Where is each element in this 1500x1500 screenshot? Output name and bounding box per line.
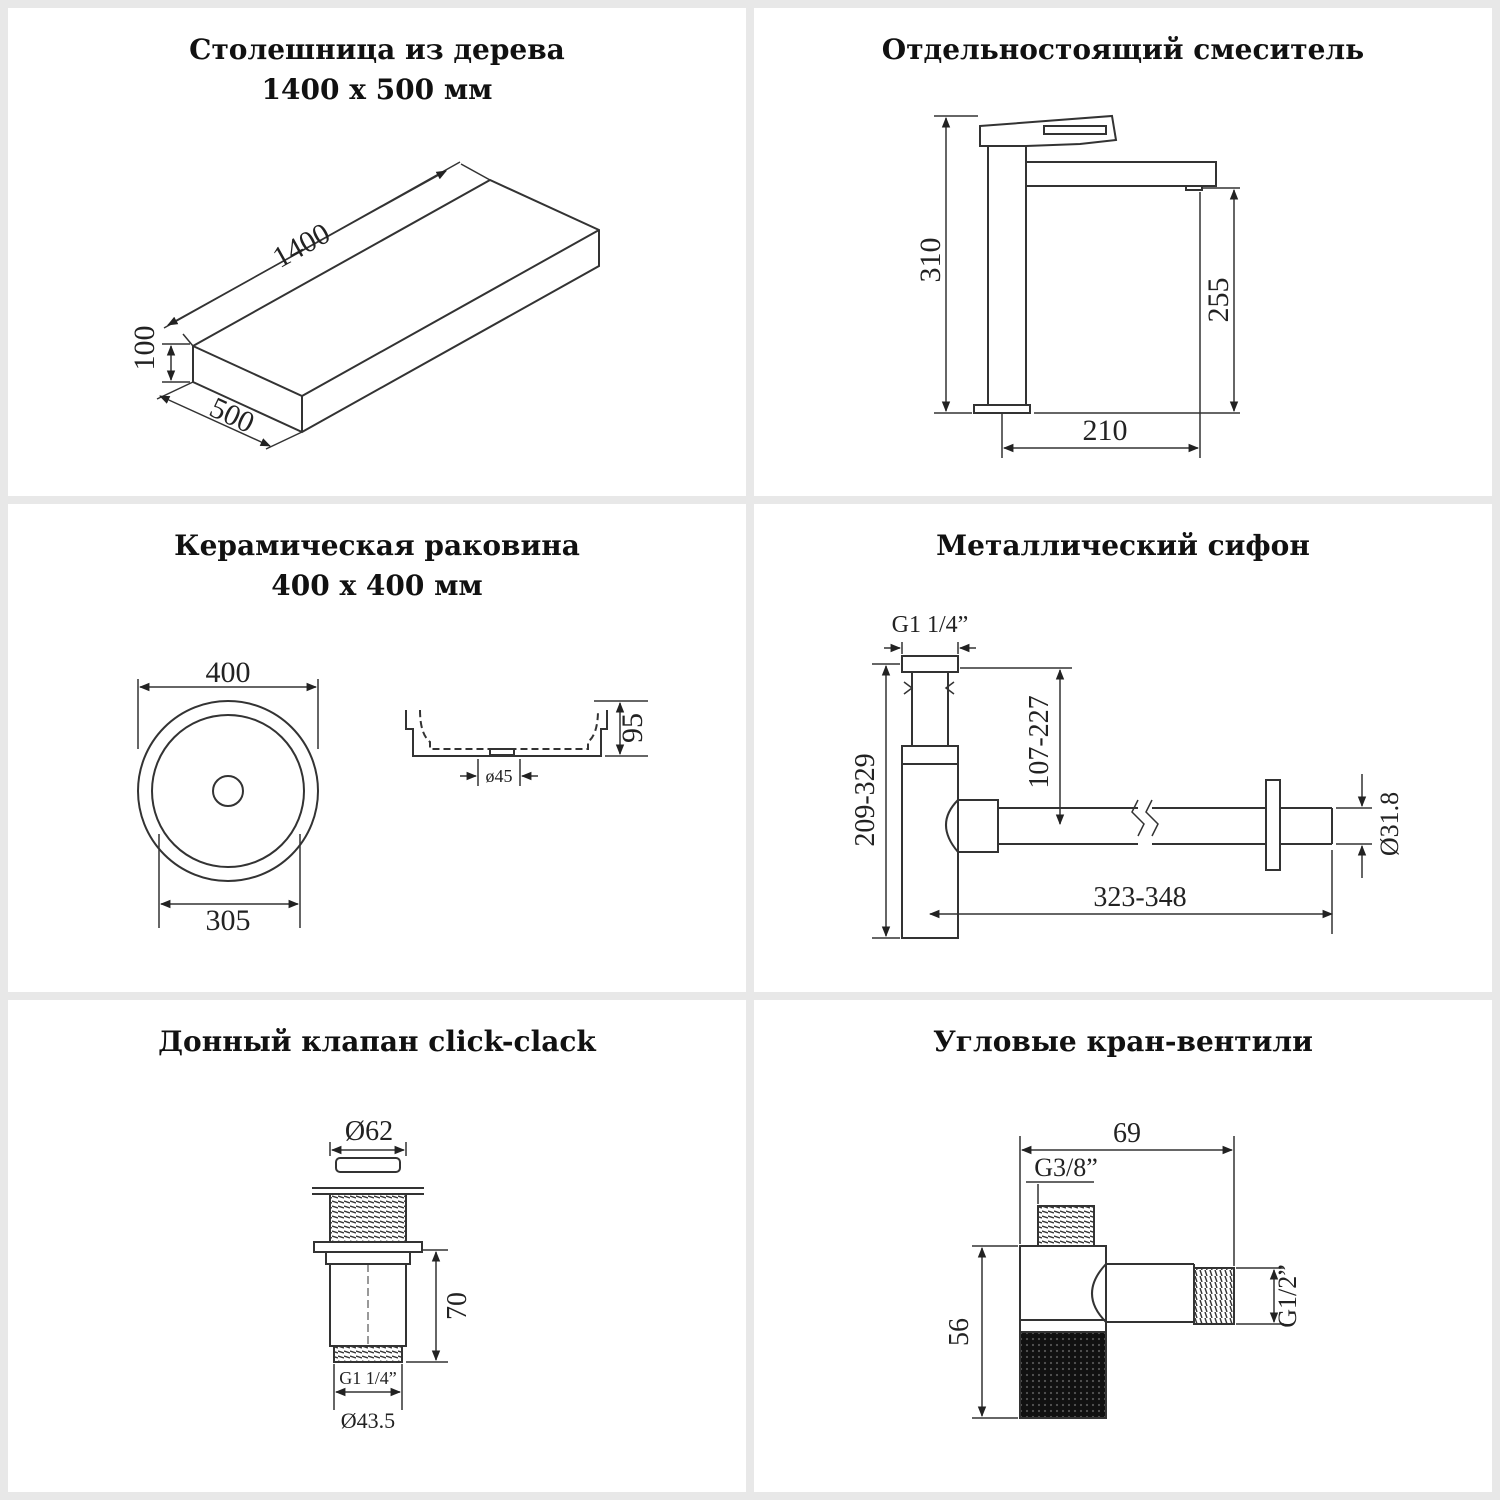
mixer-drawing: 310 255 210	[914, 114, 1240, 458]
siphon-height-label: 209-329	[850, 753, 881, 846]
angle-valve-outlet-label: G1/2”	[1273, 1264, 1302, 1328]
siphon-length-label: 323-348	[1093, 882, 1186, 913]
drain-valve-title-text: Донный клапан click-clack	[158, 1025, 596, 1058]
mixer-title: Отдельностоящий смеситель	[754, 30, 1492, 70]
drain-valve-top-diameter-label: Ø62	[345, 1116, 393, 1147]
drain-valve-thread-label: G1 1/4”	[339, 1368, 397, 1388]
sink-depth-label: 95	[616, 713, 649, 743]
drain-valve-height-label: 70	[442, 1292, 473, 1320]
angle-valve-height-label: 56	[944, 1318, 975, 1346]
siphon-adjust-label: 107-227	[1024, 695, 1055, 788]
angle-valve-width-label: 69	[1113, 1118, 1141, 1149]
angle-valve-drawing: 69 G3/8” 56 G1/2”	[944, 1118, 1302, 1419]
sink-title-line2: 400 x 400 мм	[271, 569, 483, 602]
mixer-height-label: 310	[914, 238, 947, 283]
siphon-thread-label: G1 1/4”	[892, 612, 969, 638]
angle-valve-title: Угловые кран-вентили	[754, 1022, 1492, 1062]
countertop-title: Столешница из дерева 1400 x 500 мм	[8, 30, 746, 110]
mixer-reach-label: 210	[1083, 414, 1128, 447]
mixer-panel: Отдельностоящий смеситель	[754, 8, 1492, 496]
siphon-drawing: G1 1/4” 209-329 107-227 323-348 Ø31.8	[850, 612, 1404, 939]
sink-drain-label: ø45	[486, 766, 513, 786]
drain-valve-panel: Донный клапан click-clack	[8, 1000, 746, 1492]
sink-title: Керамическая раковина 400 x 400 мм	[8, 526, 746, 606]
angle-valve-body	[1019, 1205, 1235, 1419]
sink-outer-label: 400	[206, 656, 251, 689]
countertop-drawing: 1400 100 500	[128, 161, 600, 450]
angle-valve-panel: Угловые кран-вентили	[754, 1000, 1492, 1492]
angle-valve-title-text: Угловые кран-вентили	[933, 1025, 1313, 1058]
siphon-body	[901, 655, 1333, 939]
drain-valve-body	[312, 1157, 424, 1363]
mixer-spout-height-label: 255	[1202, 278, 1235, 323]
countertop-slab	[192, 178, 600, 434]
sink-inner-label: 305	[206, 904, 251, 937]
drain-valve-title: Донный клапан click-clack	[8, 1022, 746, 1062]
sink-drawing: 400 305 95 ø45	[137, 656, 649, 937]
drain-valve-bottom-diameter-label: Ø43.5	[341, 1408, 395, 1433]
angle-valve-inlet-label: G3/8”	[1034, 1153, 1098, 1182]
siphon-diameter-label: Ø31.8	[1375, 792, 1404, 856]
siphon-panel: Металлический сифон	[754, 504, 1492, 992]
sink-side-view	[405, 709, 608, 757]
countertop-height-label: 100	[128, 326, 161, 371]
siphon-title-text: Металлический сифон	[936, 529, 1310, 562]
siphon-title: Металлический сифон	[754, 526, 1492, 566]
countertop-title-line2: 1400 x 500 мм	[261, 73, 493, 106]
mixer-title-text: Отдельностоящий смеситель	[881, 33, 1365, 66]
sink-panel: Керамическая раковина 400 x 400 мм	[8, 504, 746, 992]
sink-top-view	[137, 700, 319, 882]
countertop-panel: Столешница из дерева 1400 x 500 мм	[8, 8, 746, 496]
drain-valve-drawing: Ø62 70 G1 1/4” Ø43.5	[312, 1116, 473, 1433]
mixer-body	[973, 114, 1217, 414]
sink-title-line1: Керамическая раковина	[174, 529, 580, 562]
countertop-length-label: 1400	[267, 217, 335, 275]
countertop-title-line1: Столешница из дерева	[189, 33, 565, 66]
